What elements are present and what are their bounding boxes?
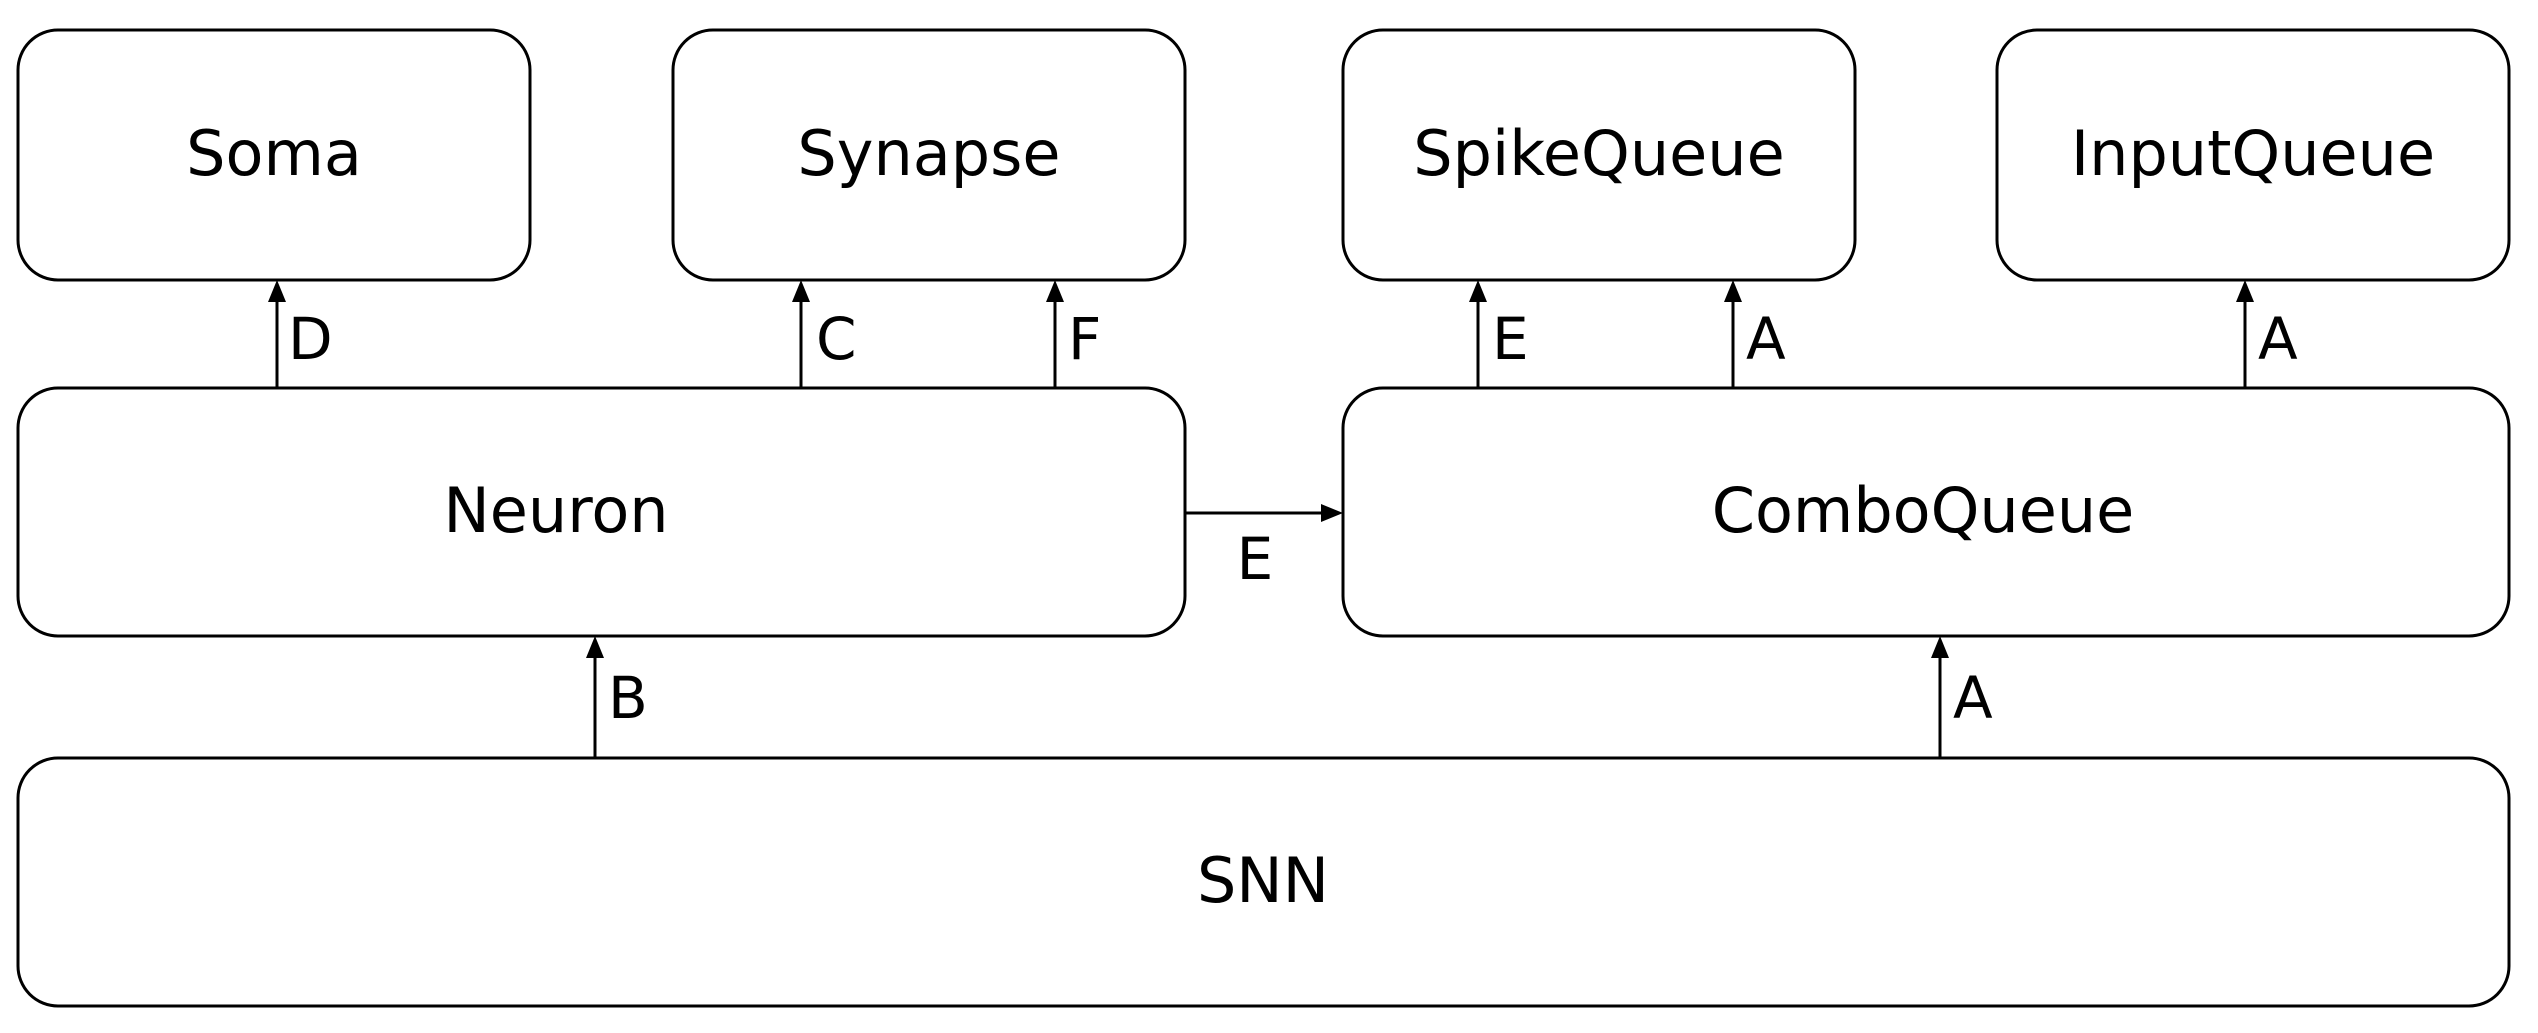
edge-label: E — [1492, 305, 1529, 373]
arrow-head-icon — [268, 280, 286, 302]
node-synapse: Synapse — [671, 28, 1187, 282]
edge-label: F — [1068, 305, 1101, 373]
node-neuron-label: Neuron — [443, 474, 668, 547]
edge-comboqueue-to-spikequeue-e: E — [1469, 280, 1529, 388]
arrow-head-icon — [1046, 280, 1064, 302]
edge-snn-to-comboqueue: A — [1931, 636, 1993, 758]
edge-comboqueue-to-inputqueue: A — [2236, 280, 2298, 388]
arrow-head-icon — [792, 280, 810, 302]
edge-label: D — [288, 305, 333, 373]
edge-neuron-to-synapse-f: F — [1046, 280, 1101, 388]
node-comboqueue: ComboQueue — [1341, 386, 2511, 638]
arrow-head-icon — [1931, 636, 1949, 658]
node-snn-label: SNN — [1197, 844, 1329, 917]
edge-neuron-to-soma: D — [268, 280, 333, 388]
node-inputqueue: InputQueue — [1995, 28, 2511, 282]
node-snn: SNN — [16, 756, 2511, 1008]
edge-label: C — [816, 305, 857, 373]
node-spikequeue: SpikeQueue — [1341, 28, 1857, 282]
node-soma-label: Soma — [186, 117, 362, 190]
edge-label: A — [1746, 305, 1786, 373]
arrow-head-icon — [1469, 280, 1487, 302]
edge-neuron-to-synapse-c: C — [792, 280, 857, 388]
edge-neuron-to-comboqueue: E — [1185, 504, 1343, 593]
edge-label: E — [1237, 525, 1274, 593]
edge-snn-to-neuron: B — [586, 636, 648, 758]
node-neuron: Neuron — [16, 386, 1187, 638]
edge-label: B — [608, 664, 648, 732]
node-soma: Soma — [16, 28, 532, 282]
node-inputqueue-label: InputQueue — [2071, 117, 2435, 190]
arrow-head-icon — [586, 636, 604, 658]
arrow-head-icon — [2236, 280, 2254, 302]
arrow-head-icon — [1321, 504, 1343, 522]
arrow-head-icon — [1724, 280, 1742, 302]
node-comboqueue-label: ComboQueue — [1712, 474, 2135, 547]
edge-comboqueue-to-spikequeue-a: A — [1724, 280, 1786, 388]
edge-label: A — [1953, 664, 1993, 732]
node-synapse-label: Synapse — [797, 117, 1060, 190]
node-spikequeue-label: SpikeQueue — [1413, 117, 1784, 190]
edge-label: A — [2258, 305, 2298, 373]
